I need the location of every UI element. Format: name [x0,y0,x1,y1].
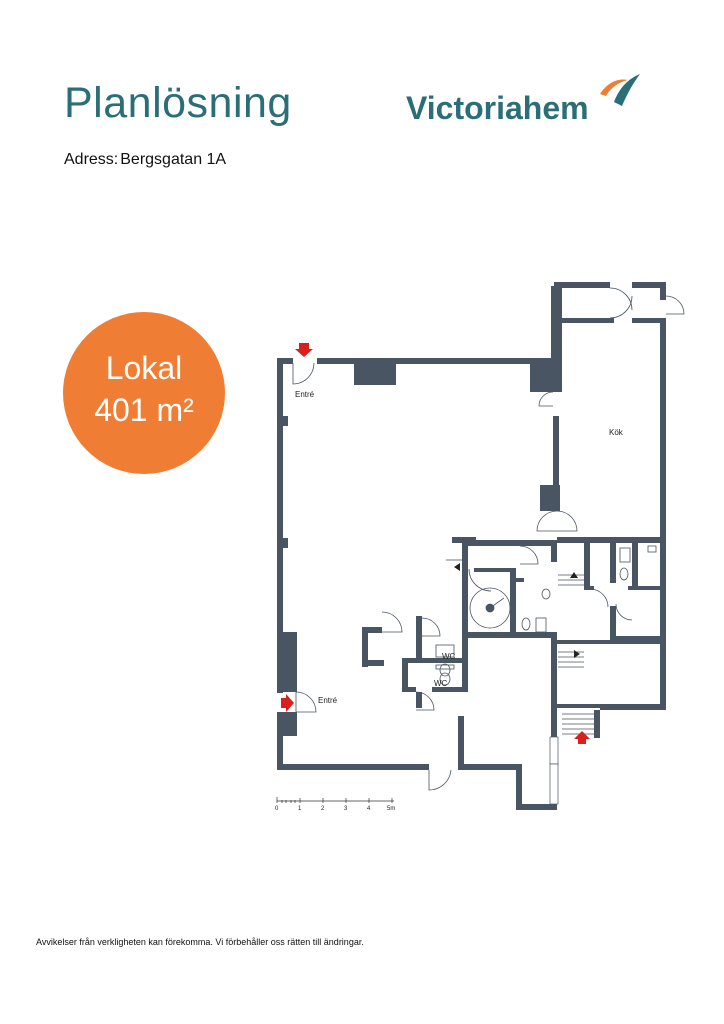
walls [277,282,666,810]
entry-arrow-bottom-icon [574,731,590,744]
address-label: Adress: [64,151,119,168]
scale-tick-2: 2 [321,806,325,812]
disclaimer-text: Avvikelser från verkligheten kan förekom… [36,937,364,947]
entry-arrow-top-icon [295,343,313,357]
scale-tick-0: 0 [275,806,279,812]
page-title: Planlösning [64,79,292,127]
entry-arrows [281,343,590,744]
brand-logo: Victoriahem [404,72,644,132]
fixtures [435,545,657,686]
address-value: Bergsgatan 1A [120,151,227,168]
bird-logo-icon [600,74,640,106]
windows [549,736,559,805]
stairs [558,574,594,735]
badge-type: Lokal [105,350,183,386]
room-label-wc-1: WC [442,652,456,661]
brand-name: Victoriahem [406,90,589,126]
direction-arrows [454,563,580,658]
area-badge: Lokal 401 m² [63,312,225,474]
room-label-entry-left: Entré [318,696,338,705]
room-label-kitchen: Kök [609,428,624,437]
room-label-entry-top: Entré [295,390,315,399]
door-swings [292,287,685,791]
address-line: Adress:Bergsgatan 1A [64,151,226,169]
scale-tick-4: 4 [367,806,371,812]
badge-area: 401 m² [94,392,194,428]
scale-tick-3: 3 [344,806,348,812]
entry-arrow-left-icon [281,694,294,712]
scale-tick-5m: 5m [387,806,395,812]
scale-bar [276,797,394,803]
room-label-wc-2: WC [434,679,448,688]
scale-tick-1: 1 [298,806,302,812]
